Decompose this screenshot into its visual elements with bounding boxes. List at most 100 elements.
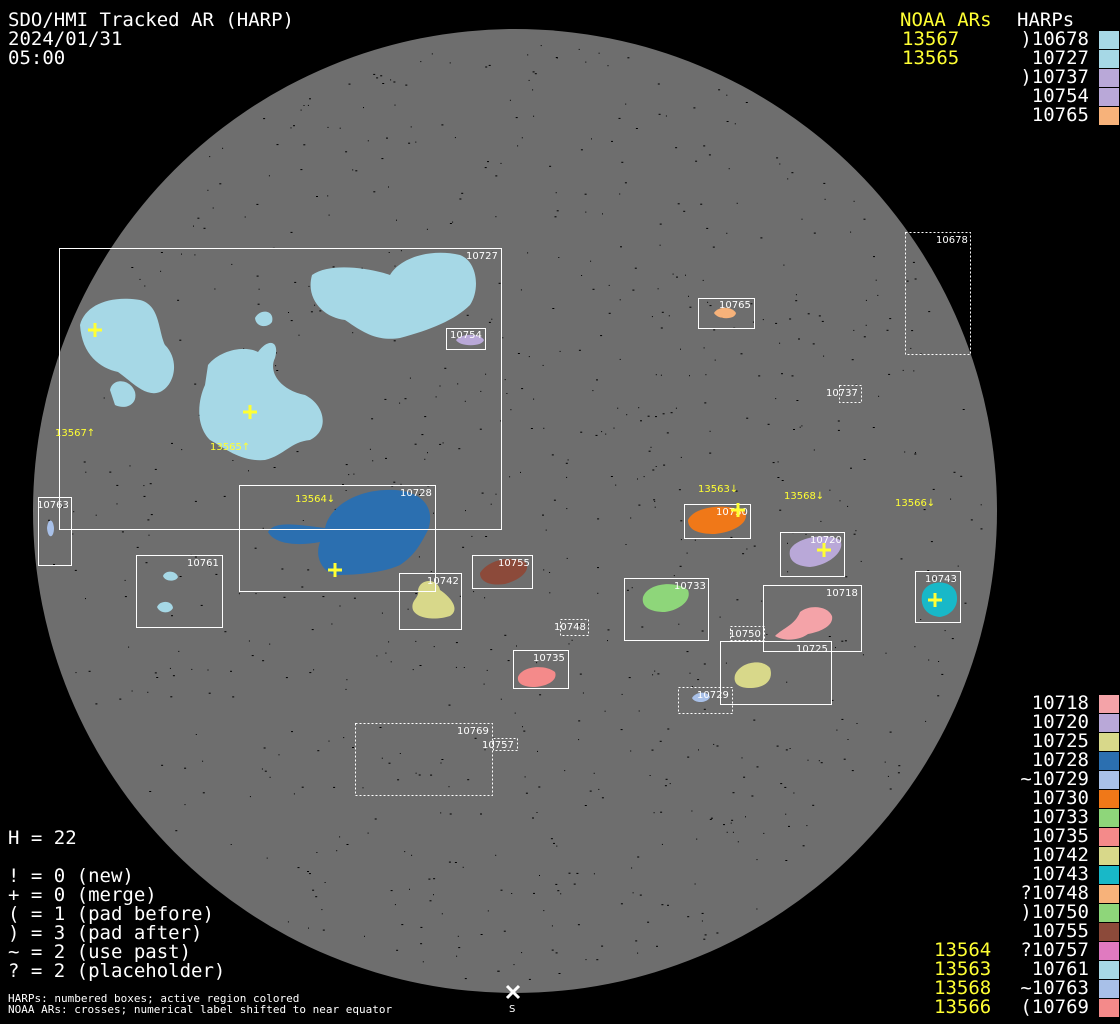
harp-label-10678: 10678 [936, 235, 968, 246]
harp-box-10727[interactable] [59, 248, 502, 530]
south-pole-label: S [509, 1004, 515, 1015]
top-harp-label: 10765 [1031, 104, 1089, 126]
bottom-harp-label: 10755 [1031, 920, 1089, 942]
region-10727-e [255, 311, 273, 327]
noaa-top-item: 13565 [902, 47, 960, 69]
page-title: SDO/HMI Tracked AR (HARP) [8, 9, 294, 31]
noaa-cross-13566[interactable] [928, 593, 942, 607]
region-10727-c [110, 381, 136, 407]
bottom-harp-label: 10725 [1031, 730, 1089, 752]
noaa-ars-heading: NOAA ARs [900, 9, 992, 31]
bottom-harp-color-swatch [1099, 752, 1119, 770]
south-pole-x-icon [505, 984, 521, 1000]
harp-box-10718[interactable] [763, 585, 862, 652]
harp-box-10725[interactable] [720, 641, 832, 705]
harp-box-10755[interactable] [472, 555, 533, 589]
harp-box-10761[interactable] [136, 555, 223, 628]
harp-box-10757[interactable] [493, 738, 518, 751]
harp-boxes [38, 232, 971, 796]
bottom-harp-label: ?10748 [1020, 882, 1089, 904]
harp-box-10743[interactable] [915, 571, 961, 623]
date-text: 2024/01/31 [8, 28, 123, 50]
top-harp-label: )10737 [1020, 66, 1089, 88]
region-10754 [456, 334, 484, 346]
harp-count: H = 22 [8, 827, 77, 849]
bottom-harp-label: (10769 [1020, 996, 1089, 1018]
harp-box-10754[interactable] [446, 328, 486, 350]
noaa-bottom-item: 13568 [934, 977, 992, 999]
bottom-harp-label: 10735 [1031, 825, 1089, 847]
harp-label-10727: 10727 [466, 251, 498, 262]
harp-label-10729: 10729 [697, 690, 729, 701]
region-10742 [412, 581, 455, 619]
bottom-harp-label: 10743 [1031, 863, 1089, 885]
bottom-harp-label: 10761 [1031, 958, 1089, 980]
harp-label-10730: 10730 [716, 507, 748, 518]
harp-box-10765[interactable] [698, 298, 755, 329]
top-harp-label: 10754 [1031, 85, 1089, 107]
bottom-harp-label: 10742 [1031, 844, 1089, 866]
harp-label-10755: 10755 [498, 558, 530, 569]
bottom-harp-color-swatch [1099, 828, 1119, 846]
harp-label-10720: 10720 [810, 535, 842, 546]
region-10727-b [80, 298, 175, 394]
stat-merge: + = 0 (merge) [8, 884, 157, 906]
bottom-harp-color-swatch [1099, 866, 1119, 884]
harp-label-10757: 10757 [482, 740, 514, 751]
noaa-bottom-item: 13566 [934, 996, 992, 1018]
noaa-label-13563: 13563↓ [698, 484, 738, 495]
bottom-harp-color-swatch [1099, 809, 1119, 827]
noaa-cross-13564[interactable] [328, 563, 342, 577]
active-regions [47, 252, 958, 703]
stat-new: ! = 0 (new) [8, 865, 134, 887]
harp-box-10733[interactable] [624, 578, 709, 641]
noaa-cross-13567[interactable] [88, 323, 102, 337]
top-harp-color-swatch [1099, 88, 1119, 106]
harp-label-10725: 10725 [796, 644, 828, 655]
noaa-label-13564: 13564↓ [295, 494, 335, 505]
harps-heading: HARPs [1017, 9, 1075, 31]
region-10733 [642, 584, 689, 612]
stat-placeholder: ? = 2 (placeholder) [8, 960, 226, 982]
region-10730 [688, 506, 746, 534]
noaa-crosses [88, 323, 942, 607]
top-harp-color-swatch [1099, 69, 1119, 87]
bottom-harp-label: 10733 [1031, 806, 1089, 828]
top-harp-label: 10727 [1031, 47, 1089, 69]
harp-box-10720[interactable] [780, 532, 845, 577]
harp-label-10743: 10743 [925, 574, 957, 585]
noaa-cross-13568[interactable] [817, 543, 831, 557]
region-10735 [517, 667, 556, 687]
harp-box-10735[interactable] [513, 650, 569, 689]
harp-label-10761: 10761 [187, 558, 219, 569]
region-10725 [734, 662, 771, 688]
solar-disk [33, 29, 997, 993]
bottom-harp-label: ~10763 [1020, 977, 1089, 999]
region-10761-b [157, 601, 173, 613]
harp-label-10728: 10728 [400, 488, 432, 499]
harp-box-10763[interactable] [38, 497, 72, 566]
harp-box-10678[interactable] [905, 232, 971, 355]
region-10763 [47, 520, 54, 537]
region-10729 [692, 692, 710, 703]
region-10727-d [199, 342, 323, 461]
stat-use-past: ~ = 2 (use past) [8, 941, 192, 963]
bottom-harp-label: 10718 [1031, 692, 1089, 714]
bottom-harp-color-swatch [1099, 885, 1119, 903]
harp-box-10748[interactable] [560, 619, 589, 636]
bottom-harp-color-swatch [1099, 695, 1119, 713]
bottom-harp-label: 10730 [1031, 787, 1089, 809]
noaa-cross-13563[interactable] [731, 503, 745, 517]
harp-box-10742[interactable] [399, 573, 462, 630]
region-10765 [714, 307, 736, 319]
harp-box-10730[interactable] [684, 504, 751, 539]
harp-box-10728[interactable] [239, 485, 436, 592]
harp-box-10769[interactable] [355, 723, 493, 796]
harp-box-10750[interactable] [730, 626, 765, 641]
noaa-cross-13565[interactable] [243, 405, 257, 419]
bottom-harp-color-swatch [1099, 923, 1119, 941]
harp-box-10737[interactable] [839, 385, 862, 403]
harp-label-10742: 10742 [427, 576, 459, 587]
stat-pad-after: ) = 3 (pad after) [8, 922, 203, 944]
